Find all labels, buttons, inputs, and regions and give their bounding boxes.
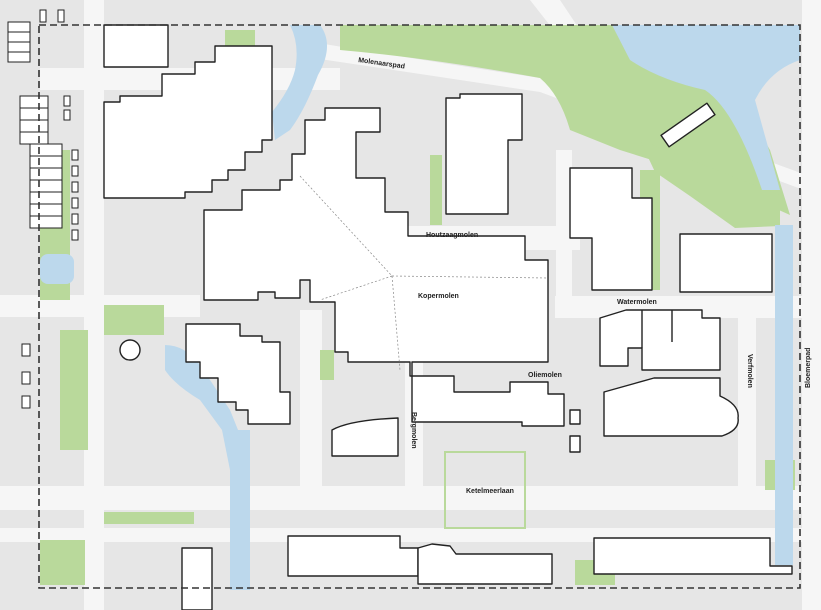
site-boundary — [38, 24, 801, 589]
building-west-mid — [185, 323, 291, 425]
row-house — [19, 95, 49, 109]
building-houtzaag — [445, 93, 523, 215]
row-house — [19, 107, 49, 121]
building-central-complex — [203, 107, 549, 377]
shed — [71, 229, 79, 241]
green-mid-verge — [320, 350, 334, 380]
building-northwest-large — [103, 45, 273, 199]
row-house — [7, 31, 31, 43]
green-west-block — [104, 305, 164, 335]
canal-east — [775, 225, 793, 565]
shed — [71, 213, 79, 225]
water-layer — [40, 25, 800, 590]
building-south-left — [287, 535, 419, 577]
label-verfmolen: Verfmolen — [746, 354, 753, 388]
building-east-right — [679, 233, 773, 293]
label-kopermolen: Kopermolen — [418, 293, 459, 300]
row-house — [7, 51, 31, 63]
building-small-a — [569, 409, 581, 425]
shed — [71, 181, 79, 193]
shed — [21, 371, 31, 385]
road-verfmolen — [738, 300, 756, 500]
shed — [57, 9, 65, 23]
pond-far-west — [40, 254, 74, 284]
row-houses — [7, 9, 79, 409]
green-central-verge — [430, 155, 442, 225]
shed — [63, 95, 71, 107]
interior-path — [319, 275, 393, 301]
road-molenaarspad — [300, 40, 820, 196]
building-round — [119, 339, 141, 361]
pond-west — [165, 345, 250, 470]
row-house — [19, 131, 49, 145]
road-bloemerpad — [802, 0, 821, 610]
building-northwest-top — [103, 24, 169, 68]
green-west-bottom — [40, 540, 85, 585]
building-east-tall — [569, 167, 653, 291]
green-west-strip — [60, 330, 88, 450]
label-bloemerpad: Bloemerpad — [805, 348, 812, 388]
row-house — [29, 203, 63, 217]
row-house — [29, 179, 63, 193]
shed — [21, 343, 31, 357]
label-bergmolen: Bergmolen — [410, 412, 417, 449]
interior-path — [299, 175, 393, 277]
row-house — [29, 215, 63, 229]
building-watermolen — [599, 309, 721, 371]
shed — [71, 197, 79, 209]
road-east-vertical — [556, 150, 572, 300]
label-watermolen: Watermolen — [617, 299, 657, 306]
building-southwest-tower — [181, 547, 213, 610]
label-houtzaagmolen: Houtzaagmolen — [426, 232, 478, 239]
shed — [21, 395, 31, 409]
label-oliemolen: Oliemolen — [528, 372, 562, 379]
row-house — [19, 119, 49, 133]
row-house — [7, 21, 31, 33]
buildings-layer — [103, 24, 793, 610]
shed — [63, 109, 71, 121]
building-verfmolen — [603, 377, 739, 437]
building-small-b — [569, 435, 581, 453]
building-bergmolen — [331, 417, 399, 457]
park-northeast — [640, 140, 780, 228]
interior-paths — [299, 175, 549, 371]
green-south-verge — [444, 451, 526, 529]
building-north-outbuilding — [660, 102, 716, 148]
building-south-mid — [417, 543, 553, 585]
canal-southwest — [230, 430, 250, 590]
shed — [71, 149, 79, 161]
pond-north — [612, 25, 800, 190]
building-oliemolen — [411, 375, 565, 427]
shed — [71, 165, 79, 177]
canal-northwest — [272, 25, 328, 140]
building-south-right — [593, 537, 793, 575]
row-house — [7, 41, 31, 53]
row-house — [29, 167, 63, 181]
row-house — [29, 191, 63, 205]
road-mid-vertical — [300, 310, 322, 490]
row-house — [29, 155, 63, 169]
shed — [39, 9, 47, 23]
road-west-vertical — [84, 0, 104, 610]
row-house — [29, 143, 63, 157]
street-labels: Molenaarspad Houtzaagmolen Kopermolen Wa… — [358, 57, 812, 495]
green-south-west — [104, 512, 194, 524]
label-ketelmeerlaan: Ketelmeerlaan — [466, 488, 514, 495]
